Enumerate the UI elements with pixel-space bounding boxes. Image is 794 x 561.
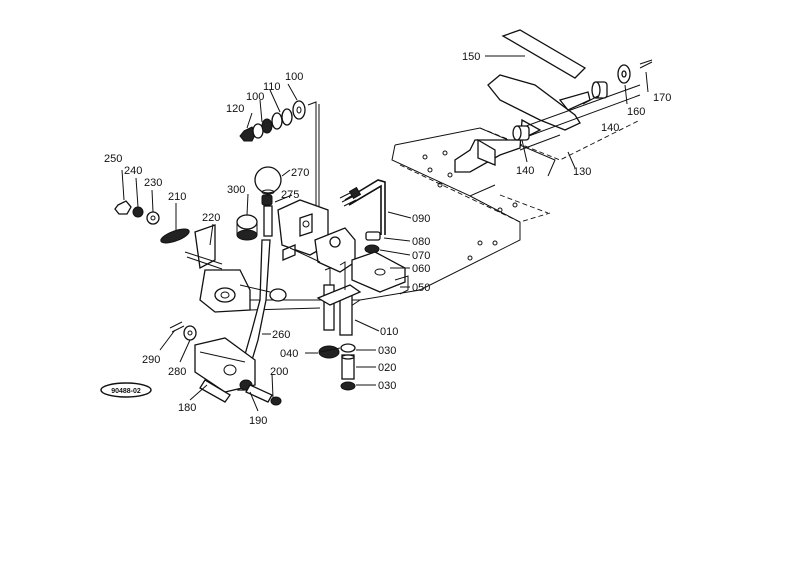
callout-150: 150 (462, 51, 480, 63)
callout-060: 060 (412, 263, 430, 275)
shift-knob (254, 166, 282, 237)
bracket-assembly (277, 199, 356, 273)
callout-110: 110 (263, 81, 281, 93)
leader-lines (121, 55, 649, 412)
stamp: 90488-02 (100, 382, 152, 398)
callout-030-a: 030 (378, 345, 396, 357)
callout-030-b: 030 (378, 380, 396, 392)
callout-040: 040 (280, 348, 298, 360)
callout-160: 160 (627, 106, 645, 118)
lower-bracket-parts (351, 231, 409, 295)
callout-250: 250 (104, 153, 122, 165)
callout-240: 240 (124, 165, 142, 177)
floor-plate (249, 119, 641, 311)
callout-220: 220 (202, 212, 220, 224)
callout-270: 270 (291, 167, 309, 179)
callout-120: 120 (226, 103, 244, 115)
callout-290: 290 (142, 354, 160, 366)
callout-020: 020 (378, 362, 396, 374)
left-hardware (114, 200, 190, 244)
callout-170: 170 (653, 92, 671, 104)
callout-275: 275 (281, 189, 299, 201)
callout-140-right: 140 (601, 122, 619, 134)
callout-200: 200 (270, 366, 288, 378)
callouts: 150 170 160 140 140 130 120 100 110 100 … (104, 51, 671, 427)
bottom-left-parts (169, 321, 282, 406)
callout-300: 300 (227, 184, 245, 196)
stamp-text: 90488-02 (111, 388, 141, 395)
callout-100-b: 100 (285, 71, 303, 83)
callout-090: 090 (412, 213, 430, 225)
callout-140-left: 140 (516, 165, 534, 177)
pedal-shaft-parts (512, 59, 653, 141)
callout-070: 070 (412, 250, 430, 262)
callout-260: 260 (272, 329, 290, 341)
part-300 (236, 214, 258, 241)
pivot-bracket (184, 224, 287, 313)
spring-rod (339, 179, 386, 235)
callout-080: 080 (412, 236, 430, 248)
hardware-stack (239, 100, 306, 142)
callout-190: 190 (249, 415, 267, 427)
callout-180: 180 (178, 402, 196, 414)
callout-100-a: 100 (246, 91, 264, 103)
pedal-assembly (454, 29, 641, 173)
callout-280: 280 (168, 366, 186, 378)
callout-130: 130 (573, 166, 591, 178)
callout-230: 230 (144, 177, 162, 189)
center-column-parts (316, 261, 362, 391)
callout-050: 050 (412, 282, 430, 294)
callout-210: 210 (168, 191, 186, 203)
callout-010: 010 (380, 326, 398, 338)
